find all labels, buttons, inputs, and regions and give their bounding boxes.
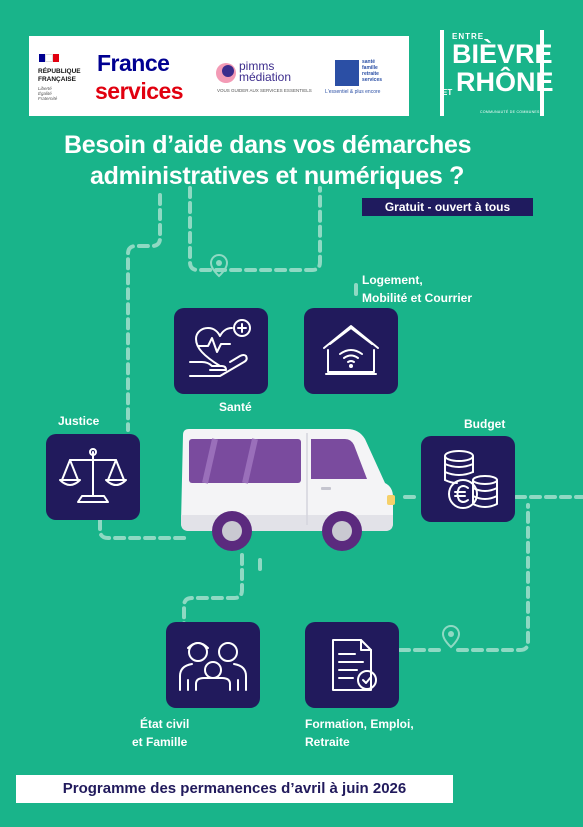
logement-label: Logement, Mobilité et Courrier	[362, 273, 473, 305]
sante-label: Santé	[219, 400, 252, 414]
pimms-tagline: VOUS GUIDER AUX SERVICES ESSENTIELS	[217, 88, 312, 93]
entre-bievre-et-rhone-logo: ENTRE BIÈVRE ET RHÔNE COMMUNAUTÉ DE COMM…	[440, 30, 554, 116]
house-wifi-icon	[323, 325, 379, 375]
document-check-icon	[332, 639, 377, 691]
justice-label: Justice	[58, 414, 100, 428]
scales-icon	[59, 448, 127, 503]
logo-bar	[540, 30, 544, 116]
formation-tile	[305, 622, 399, 708]
logement-tile	[304, 308, 398, 394]
partner-logos-banner: RÉPUBLIQUE FRANÇAISE Liberté Égalité Fra…	[29, 36, 409, 116]
pimms-logo-icon	[216, 63, 236, 83]
republique-francaise-flag-icon	[39, 54, 59, 62]
pimms-logo-line2: médiation	[239, 70, 292, 84]
republique-motto: Liberté Égalité Fraternité	[38, 86, 58, 101]
pimms-logo-line1: pimms	[239, 59, 275, 73]
formation-label: Formation, Emploi, Retraite	[305, 717, 414, 749]
heart-care-icon	[189, 319, 251, 377]
msa-tagline: L'essentiel & plus encore	[325, 89, 381, 95]
van-illustration	[181, 429, 395, 551]
msa-logo-icon	[335, 60, 359, 86]
budget-label: Budget	[464, 417, 506, 431]
justice-tile	[46, 434, 140, 520]
france-services-logo-line2: services	[95, 78, 184, 104]
logo-bar	[440, 30, 444, 116]
map-pin-icon	[209, 253, 229, 278]
etat-civil-label: État civil et Famille	[132, 717, 190, 749]
etat-civil-tile	[166, 622, 260, 708]
family-icon	[179, 642, 247, 691]
free-badge: Gratuit - ouvert à tous	[362, 198, 533, 216]
msa-logo-text: santé famille retraite services	[362, 59, 383, 83]
sante-tile	[174, 308, 268, 394]
map-pin-icon	[441, 624, 461, 649]
coins-euro-icon	[444, 450, 498, 509]
budget-tile	[421, 436, 515, 522]
page-title: Besoin d’aide dans vos démarches adminis…	[64, 131, 472, 190]
republique-francaise-logo: RÉPUBLIQUE FRANÇAISE	[38, 68, 81, 83]
france-services-logo-line1: France	[97, 50, 170, 76]
programme-footer: Programme des permanences d’avril à juin…	[16, 775, 453, 803]
